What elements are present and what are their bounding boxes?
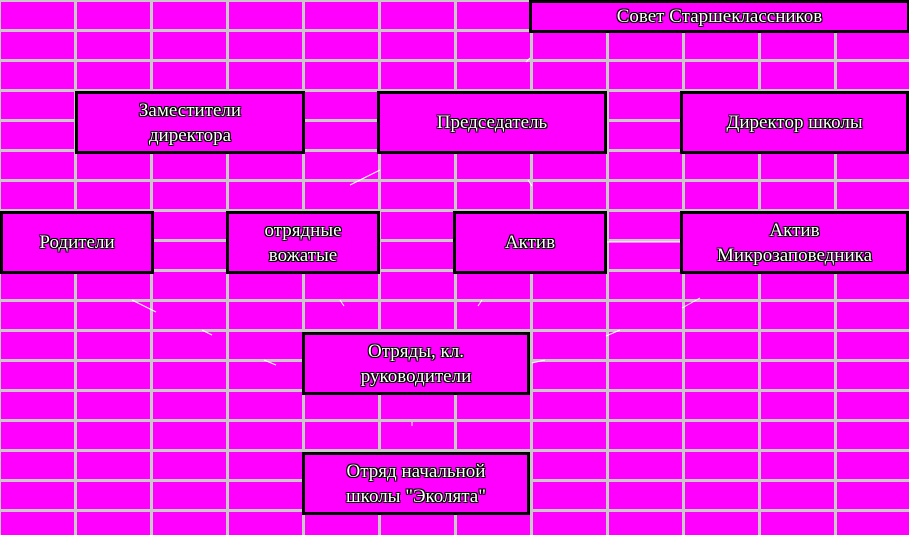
counselors-box: отрядные вожатые [226, 211, 380, 274]
link-reserve-squads-1 [681, 297, 701, 309]
link-parents-squads-1 [131, 299, 157, 313]
reserve-activists-box: Актив Микрозаповедника [680, 211, 909, 274]
deputies-box: Заместители директора [75, 91, 305, 154]
parents-label: Родители [39, 232, 115, 253]
activists-box: Актив [453, 211, 607, 274]
link-chairman-counselors [349, 169, 381, 186]
squads-box: Отряды, кл. руководители [302, 332, 530, 395]
deputies-label: Заместители директора [138, 99, 242, 146]
primary-squad-label: Отряд начальной школы "Эколята" [346, 460, 486, 507]
primary-squad-box: Отряд начальной школы "Эколята" [302, 452, 530, 515]
chairman-box: Председатель [377, 91, 607, 154]
link-reserve-squads-2 [605, 329, 621, 337]
parents-box: Родители [0, 211, 154, 274]
director-label: Директор школы [726, 112, 863, 133]
reserve-activists-label: Актив Микрозаповедника [716, 219, 873, 266]
counselors-label: отрядные вожатые [264, 219, 342, 266]
link-activists-squads [477, 299, 483, 307]
link-parents-squads-2 [201, 329, 213, 336]
link-parents-squads-3 [263, 359, 277, 366]
council-label: Совет Старшеклассников [616, 6, 823, 27]
director-box: Директор школы [680, 91, 909, 154]
link-reserve-squads-3 [531, 359, 546, 364]
activists-label: Актив [504, 232, 556, 253]
link-chairman-activists [527, 179, 533, 187]
link-counselors-squads [339, 299, 345, 307]
link-council-chairman [525, 57, 531, 63]
chairman-label: Председатель [436, 112, 548, 133]
squads-label: Отряды, кл. руководители [360, 340, 472, 387]
council-box: Совет Старшеклассников [529, 0, 909, 33]
